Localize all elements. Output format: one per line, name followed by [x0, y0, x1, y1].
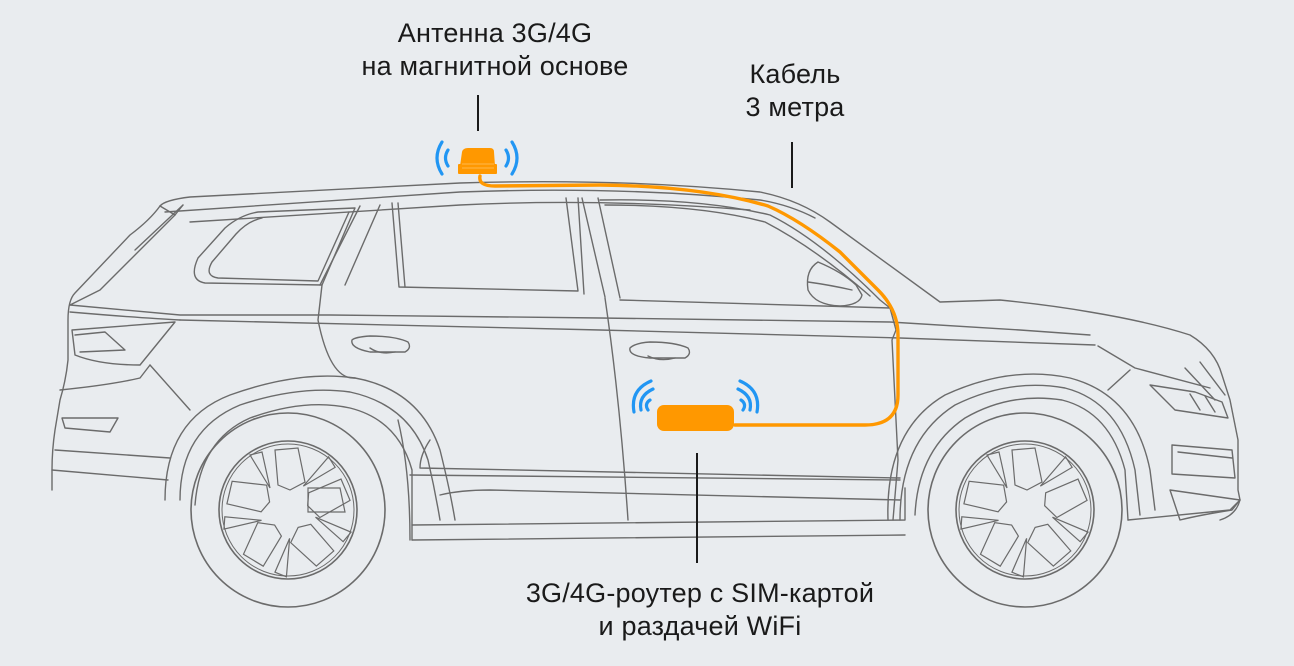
- cable-label-line1: Кабель: [749, 59, 841, 89]
- front-wheel-arch: [887, 373, 1156, 521]
- router-leader-line: [696, 453, 698, 563]
- router-label-line1: 3G/4G-роутер с SIM-картой: [525, 578, 875, 608]
- router-label-line2: и раздачей WiFi: [598, 611, 802, 641]
- router-signal-waves-icon: [631, 379, 760, 414]
- rear-wheel: [190, 412, 386, 608]
- router-label: 3G/4G-роутер с SIM-картой и раздачей WiF…: [470, 577, 930, 643]
- rear-door-handle: [351, 335, 411, 353]
- antenna-label: Антенна 3G/4G на магнитной основе: [300, 17, 690, 83]
- rear-quarter-window: [193, 207, 356, 286]
- antenna-icon: [458, 148, 497, 174]
- cable: [478, 174, 900, 427]
- rear-tail-light: [71, 321, 176, 366]
- cable-leader-line: [791, 142, 793, 188]
- side-sill: [411, 487, 906, 526]
- antenna-leader-line: [477, 95, 479, 131]
- front-door-handle: [629, 341, 691, 359]
- cable-label-line2: 3 метра: [745, 92, 845, 122]
- headlight: [1149, 384, 1229, 419]
- antenna-label-line2: на магнитной основе: [361, 51, 629, 81]
- antenna-signal-waves-icon: [435, 140, 519, 176]
- front-wheel: [927, 412, 1123, 608]
- side-mirror: [806, 261, 863, 307]
- rear-door-window: [391, 197, 579, 292]
- car-body-outline: [51, 180, 1241, 521]
- front-door-window: [599, 199, 891, 309]
- front-grille: [1171, 444, 1236, 479]
- cable-label: Кабель 3 метра: [700, 58, 890, 124]
- antenna-label-line1: Антенна 3G/4G: [397, 18, 593, 48]
- router-icon: [657, 405, 734, 431]
